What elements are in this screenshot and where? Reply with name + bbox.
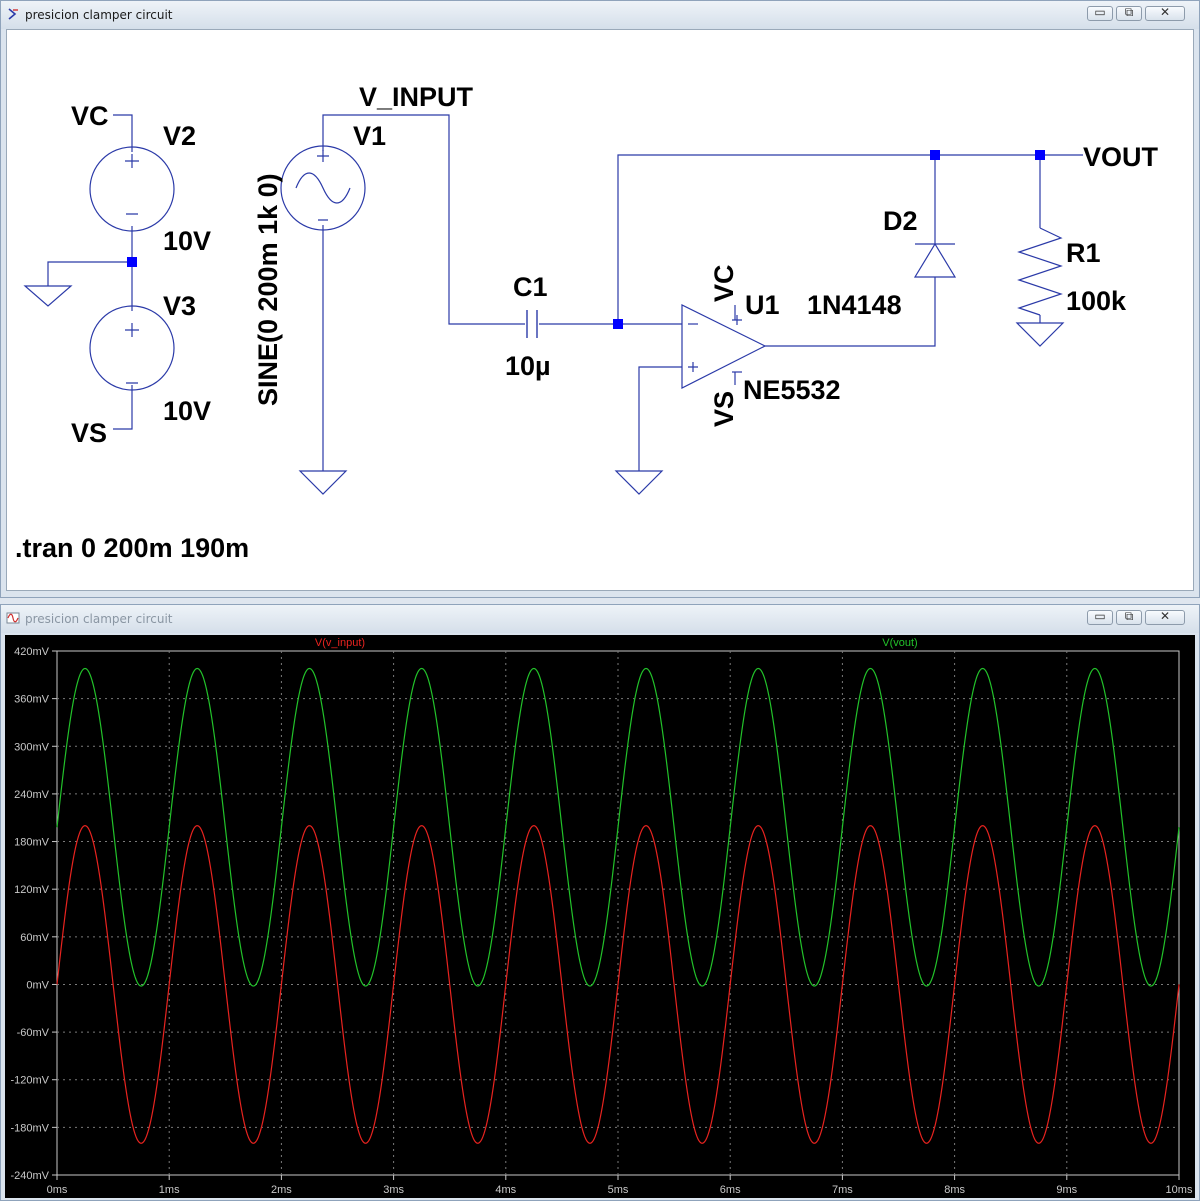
x-tick-label: 0ms [47,1184,68,1196]
minimize-button[interactable]: ▭ [1087,609,1113,625]
trace-v-v-input-[interactable] [56,825,1180,1144]
v3-source-icon [89,305,175,391]
x-tick-label: 6ms [720,1184,741,1196]
ltspice-schematic-icon [8,8,18,20]
u1-label[interactable]: U1 [745,290,780,320]
r1-resistor-icon [1017,227,1063,316]
u1-vc-pin-label[interactable]: VC [709,264,739,302]
v1-spec[interactable]: SINE(0 200m 1k 0) [253,173,283,406]
wires [47,114,1083,471]
restore-button[interactable]: ⧉ [1116,5,1142,21]
d2-label[interactable]: D2 [883,206,918,236]
schematic-labels: VC V2 10V V3 10V VS V1 V_INPUT SINE(0 20… [15,82,1159,563]
schematic-canvas[interactable]: VC V2 10V V3 10V VS V1 V_INPUT SINE(0 20… [6,29,1194,591]
ground-icon [614,470,664,495]
close-icon: ✕ [1159,609,1171,623]
r1-value[interactable]: 100k [1066,286,1127,316]
restore-icon: ⧉ [1124,5,1134,19]
junction-dot [127,257,137,267]
d2-model[interactable]: 1N4148 [807,290,902,320]
y-tick-label: 240mV [14,789,50,801]
minimize-button[interactable]: ▭ [1087,5,1113,21]
restore-icon: ⧉ [1124,609,1134,623]
legend-label[interactable]: V(vout) [882,637,917,649]
ground-icon [23,285,73,307]
v2-value[interactable]: 10V [163,226,211,256]
x-tick-label: 10ms [1166,1184,1193,1196]
schematic-titlebar[interactable]: presicion clamper circuit ▭ ⧉ ✕ [1,1,1199,29]
u1-vs-pin-label[interactable]: VS [709,391,739,427]
ground-symbols [23,285,1065,495]
u1-model[interactable]: NE5532 [743,375,841,405]
x-tick-label: 3ms [383,1184,404,1196]
net-label-v-input[interactable]: V_INPUT [359,82,474,112]
x-tick-label: 1ms [159,1184,180,1196]
v1-sine-source-icon [280,145,366,231]
minimize-icon: ▭ [1094,5,1106,19]
window-controls: ▭ ⧉ ✕ [1087,609,1185,625]
y-tick-label: 120mV [14,884,50,896]
plot-pane[interactable]: 0ms 1ms 2ms 3ms 4ms 5ms 6ms 7ms 8ms 9ms 10ms 420mV 3… [5,635,1195,1198]
x-tick-label: 8ms [944,1184,965,1196]
ground-icon [298,470,348,495]
x-tick-label: 9ms [1056,1184,1077,1196]
x-tick-label: 2ms [271,1184,292,1196]
v2-source-icon [89,146,175,232]
y-tick-label: -120mV [10,1075,49,1087]
y-tick-label: 420mV [14,646,50,658]
y-tick-label: 180mV [14,837,50,849]
net-label-vs[interactable]: VS [71,418,107,448]
v2-label[interactable]: V2 [163,121,196,151]
net-label-vc[interactable]: VC [71,101,109,131]
restore-button[interactable]: ⧉ [1116,609,1142,625]
close-button[interactable]: ✕ [1145,5,1185,21]
d2-diode-icon [913,242,957,278]
r1-label[interactable]: R1 [1066,238,1101,268]
waveform-viewer-icon [6,612,20,624]
x-tick-label: 5ms [608,1184,629,1196]
junctions [127,150,1045,329]
c1-label[interactable]: C1 [513,272,548,302]
close-icon: ✕ [1159,5,1171,19]
window-title: presicion clamper circuit [25,8,173,22]
waveform-window: presicion clamper circuit ▭ ⧉ ✕ 0ms 1ms 2m… [0,604,1200,1201]
y-tick-label: 0mV [26,979,49,991]
window-title: presicion clamper circuit [25,612,173,626]
schematic-window: presicion clamper circuit ▭ ⧉ ✕ [0,0,1200,598]
v3-value[interactable]: 10V [163,396,211,426]
waveform-titlebar[interactable]: presicion clamper circuit ▭ ⧉ ✕ [1,605,1199,633]
junction-dot [1035,150,1045,160]
v1-label[interactable]: V1 [353,121,386,151]
y-tick-label: 360mV [14,694,50,706]
legend-label[interactable]: V(v_input) [315,637,365,649]
y-tick-label: 300mV [14,741,50,753]
minimize-icon: ▭ [1094,609,1106,623]
trace-v-vout-[interactable] [56,667,1180,987]
u1-opamp-icon [681,304,767,389]
y-tick-label: 60mV [20,932,49,944]
net-label-vout[interactable]: VOUT [1083,142,1159,172]
y-tick-label: -180mV [10,1122,49,1134]
v3-label[interactable]: V3 [163,291,196,321]
junction-dot [930,150,940,160]
close-button[interactable]: ✕ [1145,609,1185,625]
dc-sources [89,145,366,391]
c1-capacitor-icon [526,310,538,338]
waveform-plot[interactable]: 0ms 1ms 2ms 3ms 4ms 5ms 6ms 7ms 8ms 9ms 10ms 420mV 3… [5,635,1195,1198]
c1-value[interactable]: 10µ [505,351,551,381]
y-tick-label: -60mV [17,1027,50,1039]
x-tick-label: 4ms [495,1184,516,1196]
schematic-drawing[interactable]: VC V2 10V V3 10V VS V1 V_INPUT SINE(0 20… [7,30,1195,592]
x-tick-label: 7ms [832,1184,853,1196]
spice-directive[interactable]: .tran 0 200m 190m [15,533,249,563]
junction-dot [613,319,623,329]
ground-icon [1015,322,1065,347]
y-tick-label: -240mV [10,1170,49,1182]
window-controls: ▭ ⧉ ✕ [1087,5,1185,21]
